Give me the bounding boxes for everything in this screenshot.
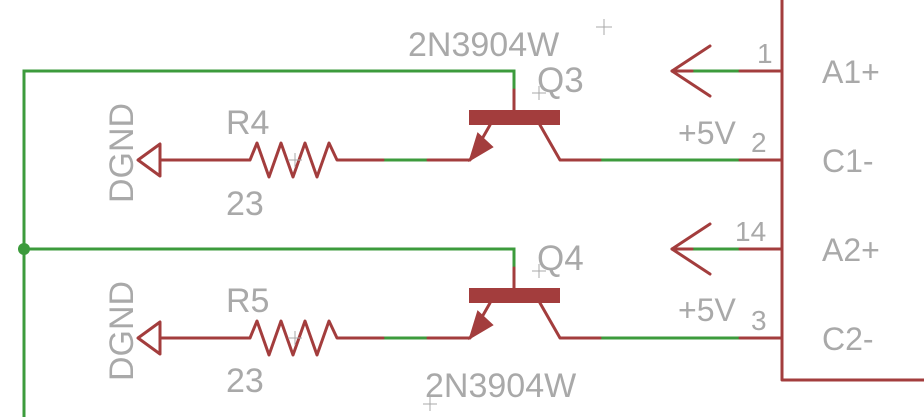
dgnd-label-top: DGND	[103, 103, 141, 203]
q3-value-label: 2N3904W	[408, 26, 559, 64]
pin-number-2: 2	[751, 127, 767, 158]
r5-value-label: 23	[226, 362, 264, 400]
r4-name-label: R4	[226, 104, 269, 142]
r4-value-label: 23	[226, 185, 264, 223]
pin-number-3: 3	[751, 305, 767, 336]
q4-name-label: Q4	[537, 239, 584, 278]
base-net-wire-q4[interactable]	[22, 247, 516, 288]
connector-body	[780, 0, 924, 382]
q4-base-bar	[469, 288, 560, 303]
dgnd-symbol-top[interactable]	[136, 142, 162, 178]
transistor-q3[interactable]	[426, 86, 602, 163]
connector[interactable]	[738, 0, 924, 382]
dgnd-symbol-bottom[interactable]	[136, 320, 162, 356]
pin-number-14: 14	[735, 216, 766, 247]
pin-name-c1: C1-	[822, 143, 874, 179]
q4-value-label: 2N3904W	[425, 367, 576, 405]
q4-emitter-arrow	[468, 310, 494, 341]
q3-emitter-arrow	[468, 132, 494, 163]
q4-collector-lead	[538, 301, 602, 340]
r5-body	[158, 319, 385, 357]
supply-symbol-bottom[interactable]	[670, 222, 712, 276]
transistor-q4[interactable]	[426, 264, 602, 341]
ground-icon	[136, 320, 162, 356]
pin-name-a1: A1+	[822, 54, 880, 90]
resistor-r5[interactable]	[158, 319, 385, 357]
r4-body	[158, 141, 385, 179]
dgnd-label-bottom: DGND	[103, 281, 141, 381]
supply-symbol-top[interactable]	[670, 44, 712, 98]
net-junction-dot	[18, 243, 30, 255]
pin-number-1: 1	[757, 38, 773, 69]
q3-name-label: Q3	[537, 61, 584, 100]
pin-name-a2: A2+	[822, 232, 880, 268]
pin-name-c2: C2-	[822, 321, 874, 357]
resistor-r4[interactable]	[158, 141, 385, 179]
ground-icon	[136, 142, 162, 178]
r5-name-label: R5	[226, 282, 269, 320]
supply-label-bottom: +5V	[678, 292, 736, 328]
supply-label-top: +5V	[678, 115, 736, 151]
q3-base-bar	[469, 110, 560, 125]
q3-collector-lead	[538, 123, 602, 162]
